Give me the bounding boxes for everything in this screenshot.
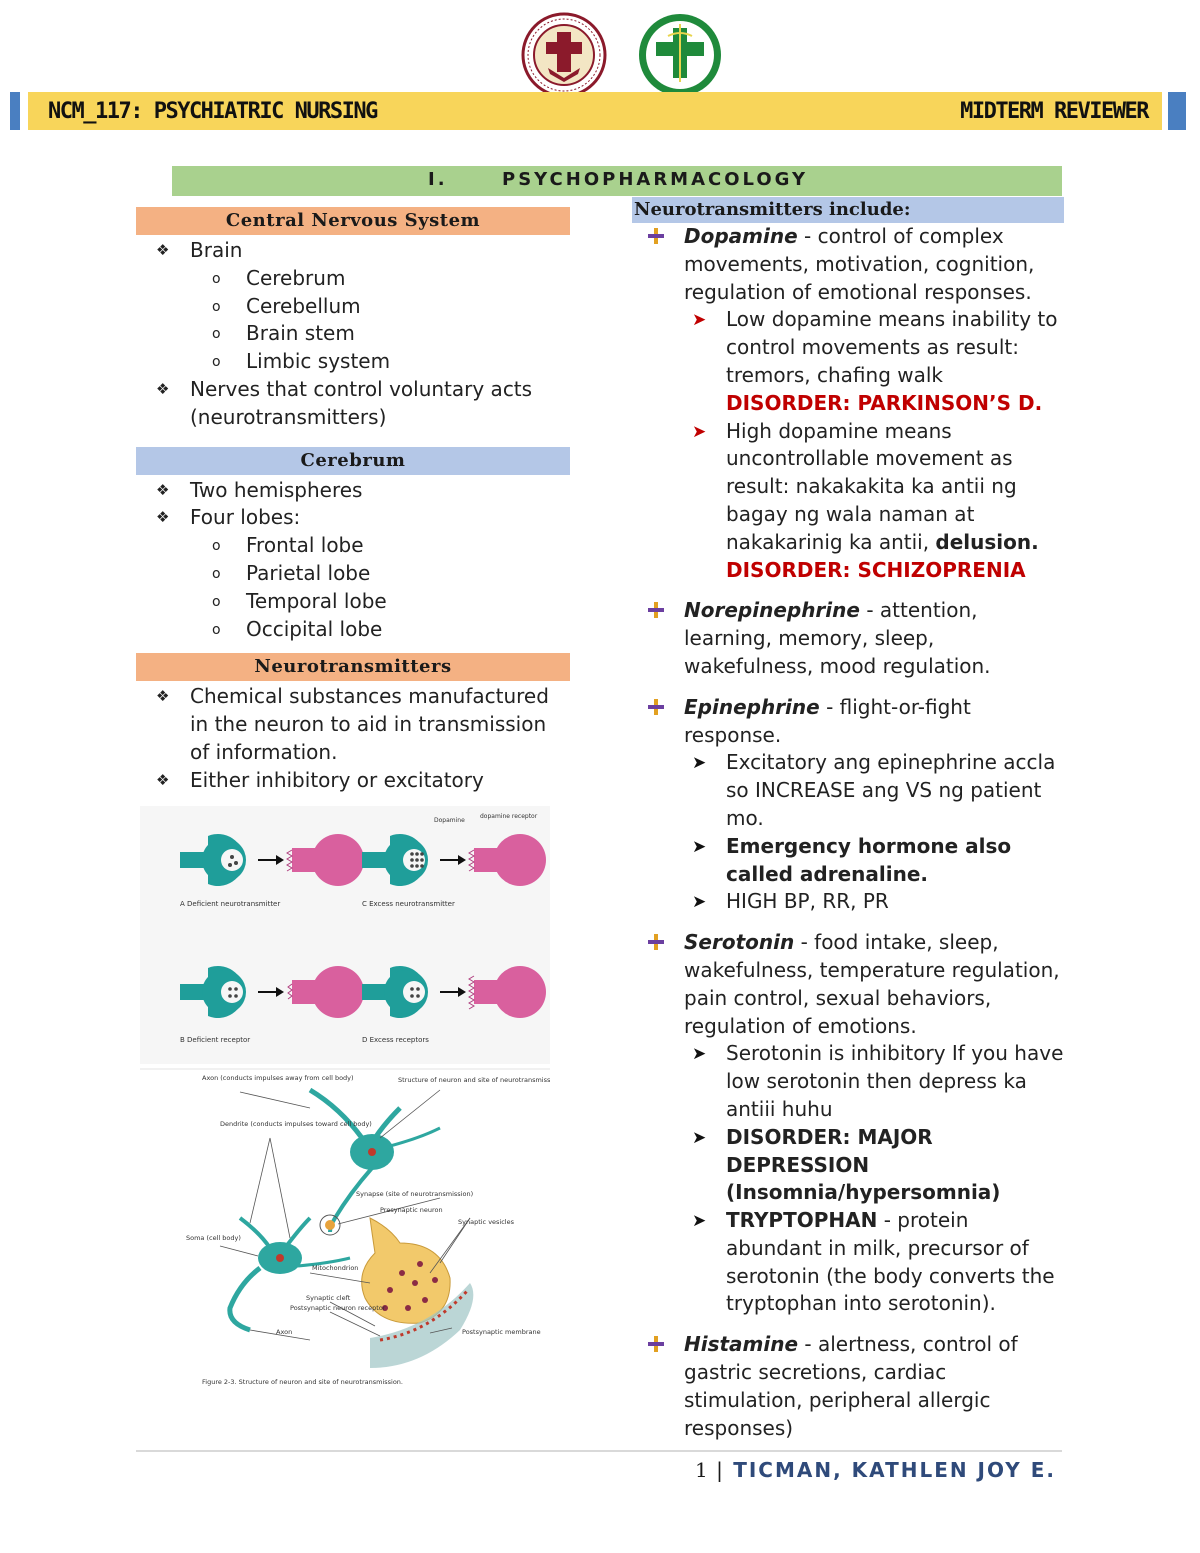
list-item: ➤HIGH BP, RR, PR	[684, 888, 1064, 916]
university-seal-logo	[521, 12, 607, 98]
section-number: I.	[428, 169, 448, 190]
list-item: Brain Cerebrum Cerebellum Brain stem Lim…	[156, 237, 570, 377]
term-norepinephrine: Norepinephrine	[684, 598, 860, 623]
left-column: Central Nervous System Brain Cerebrum Ce…	[136, 207, 570, 795]
list-item: ➤Low dopamine means inability to control…	[692, 307, 1058, 415]
term-serotonin: Serotonin	[684, 930, 795, 955]
label-axon-top: Axon (conducts impulses away from cell b…	[202, 1074, 354, 1082]
norepinephrine-entry: Norepinephrine - attention, learning, me…	[632, 597, 1064, 680]
list-item: Four lobes: Frontal lobe Parietal lobe T…	[156, 504, 570, 645]
label-b: B Deficient receptor	[180, 1036, 250, 1044]
figure-caption: Figure 2-3. Structure of neuron and site…	[202, 1378, 403, 1386]
neurotransmitters-list: Chemical substances manufactured in the …	[136, 683, 570, 794]
list-item: ➤High dopamine means uncontrollable move…	[692, 418, 1039, 582]
page-footer: 1 | TICMAN, KATHLEN JOY E.	[695, 1458, 1056, 1482]
section-title: I. PSYCHOPHARMACOLOGY	[172, 166, 1062, 196]
arrow-icon: ➤	[692, 1127, 707, 1148]
author-name: TICMAN, KATHLEN JOY E.	[733, 1458, 1056, 1482]
list-item: Either inhibitory or excitatory	[156, 767, 570, 795]
reviewer-label: MIDTERM REVIEWER	[960, 99, 1149, 124]
serotonin-sublist: ➤Serotonin is inhibitory If you have low…	[632, 1040, 1064, 1318]
footer-separator: |	[716, 1458, 725, 1482]
list-item: Nerves that control voluntary acts (neur…	[156, 376, 570, 432]
neurotransmitters-heading: Neurotransmitters	[136, 653, 570, 682]
list-item: ➤TRYPTOPHAN - protein abundant in milk, …	[692, 1208, 1055, 1316]
epinephrine-entry: Epinephrine - flight-or-fight response.	[632, 694, 1064, 750]
cerebrum-list: Two hemispheres Four lobes: Frontal lobe…	[136, 477, 570, 645]
dopamine-entry: Dopamine - control of complex movements,…	[632, 223, 1064, 306]
arrow-icon: ➤	[692, 753, 707, 774]
arrow-icon: ➤	[692, 1044, 707, 1065]
list-item: Brain stem	[212, 320, 570, 349]
plus-bullet-icon	[648, 228, 664, 244]
list-item: Parietal lobe	[212, 560, 570, 589]
term-histamine: Histamine	[684, 1332, 799, 1357]
header-bar: NCM_117: PSYCHIATRIC NURSING MIDTERM REV…	[28, 92, 1162, 130]
diagram-b	[180, 966, 364, 1018]
label-c: C Excess neurotransmitter	[362, 900, 455, 908]
lobes-list: Frontal lobe Parietal lobe Temporal lobe…	[190, 532, 570, 645]
label-vesicles: Synaptic vesicles	[458, 1218, 515, 1226]
list-item: ➤Emergency hormone also called adrenalin…	[692, 833, 1012, 886]
plus-bullet-icon	[648, 934, 664, 951]
label-axon-bottom: Axon	[276, 1328, 292, 1336]
diagram-c	[362, 834, 546, 886]
footer-divider	[136, 1450, 1062, 1452]
label-structure: Structure of neuron and site of neurotra…	[398, 1076, 550, 1084]
plus-bullet-icon	[648, 602, 664, 619]
cerebrum-heading: Cerebrum	[136, 446, 570, 475]
serotonin-entry: Serotonin - food intake, sleep, wakefuln…	[632, 929, 1064, 1040]
label-receptor: dopamine receptor	[480, 813, 538, 820]
arrow-icon: ➤	[692, 836, 707, 857]
dopamine-sublist: ➤Low dopamine means inability to control…	[632, 306, 1064, 584]
arrow-icon: ➤	[692, 1211, 707, 1232]
header-accent-right	[1168, 92, 1186, 130]
term-dopamine: Dopamine	[684, 224, 798, 248]
cns-list: Brain Cerebrum Cerebellum Brain stem Lim…	[136, 237, 570, 432]
list-item: Cerebellum	[212, 293, 570, 322]
list-item: Occipital lobe	[212, 616, 570, 645]
list-item: Chemical substances manufactured in the …	[156, 683, 570, 766]
label-mitochondrion: Mitochondrion	[312, 1264, 358, 1272]
label-dendrite: Dendrite (conducts impulses toward cell …	[220, 1120, 372, 1128]
label-cleft: Synaptic cleft	[306, 1294, 351, 1302]
page-number: 1	[695, 1458, 708, 1482]
list-item: ➤Excitatory ang epinephrine accla so INC…	[692, 750, 1056, 830]
list-item: ➤DISORDER: MAJOR DEPRESSION (Insomnia/hy…	[692, 1124, 1001, 1205]
course-title: NCM_117: PSYCHIATRIC NURSING	[48, 99, 378, 124]
list-item: Two hemispheres	[156, 477, 570, 505]
label-a: A Deficient neurotransmitter	[180, 900, 280, 908]
label-presynaptic: Presynaptic neuron	[380, 1206, 443, 1214]
list-item: Temporal lobe	[212, 588, 570, 617]
list-item: Limbic system	[212, 348, 570, 377]
right-column: Neurotransmitters include: Dopamine - co…	[632, 197, 1064, 1442]
brain-parts-list: Cerebrum Cerebellum Brain stem Limbic sy…	[190, 265, 570, 377]
neurotransmitters-include-heading: Neurotransmitters include:	[632, 197, 1064, 223]
label-d: D Excess receptors	[362, 1036, 429, 1044]
term-epinephrine: Epinephrine	[684, 694, 820, 719]
epinephrine-sublist: ➤Excitatory ang epinephrine accla so INC…	[632, 749, 1064, 916]
label-soma: Soma (cell body)	[186, 1234, 241, 1242]
list-item: Cerebrum	[212, 265, 570, 294]
arrow-icon: ➤	[692, 421, 707, 442]
header-accent-left	[10, 92, 20, 130]
label-dopamine: Dopamine	[434, 817, 465, 824]
histamine-entry: Histamine - alertness, control of gastri…	[632, 1331, 1064, 1442]
diagram-d	[362, 966, 546, 1018]
label-postsynaptic-receptor: Postsynaptic neuron receptor	[290, 1304, 386, 1312]
diagram-a	[180, 834, 364, 886]
receptor-diagram-figure: A Deficient neurotransmitter C Excess ne…	[140, 806, 550, 1064]
label-membrane: Postsynaptic membrane	[462, 1328, 541, 1336]
arrow-icon: ➤	[692, 310, 707, 331]
plus-bullet-icon	[648, 1336, 664, 1353]
plus-bullet-icon	[648, 698, 664, 715]
label-synapse: Synapse (site of neurotransmission)	[356, 1190, 473, 1198]
cns-heading: Central Nervous System	[136, 207, 570, 235]
arrow-icon: ➤	[692, 892, 707, 913]
list-item: Frontal lobe	[212, 532, 570, 561]
college-of-nursing-logo	[639, 14, 721, 96]
list-item: ➤Serotonin is inhibitory If you have low…	[692, 1041, 1064, 1121]
neuron-structure-figure: Axon (conducts impulses away from cell b…	[140, 1068, 550, 1394]
section-heading: PSYCHOPHARMACOLOGY	[502, 169, 809, 190]
